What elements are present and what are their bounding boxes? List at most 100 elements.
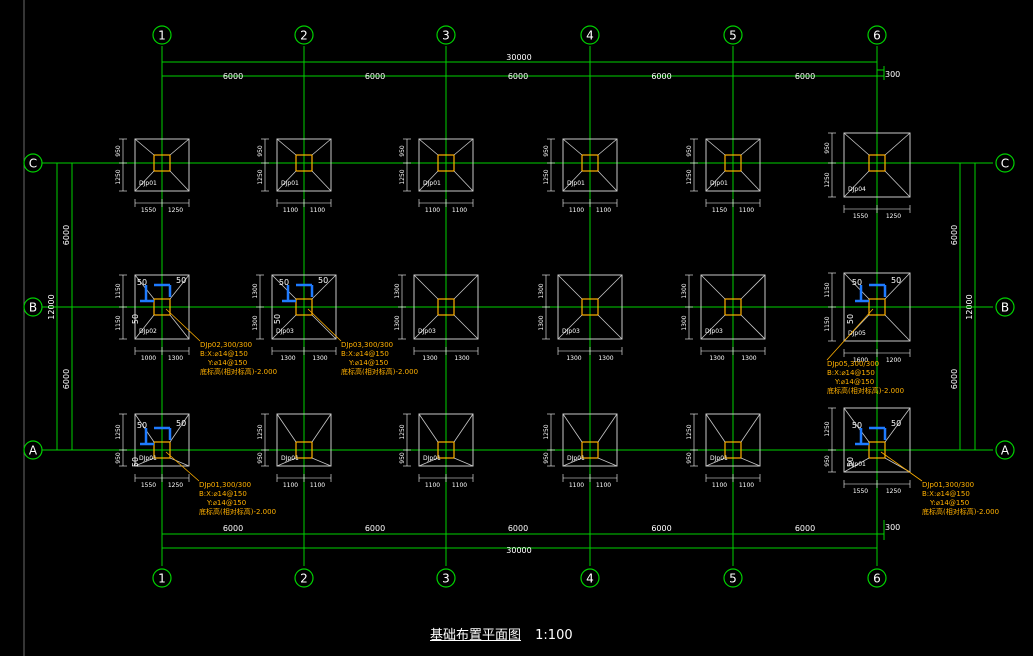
dim-bay-top: 6000 xyxy=(508,72,528,81)
annotation-line: Y:⌀14@150 xyxy=(206,499,246,507)
annotation-note: DJp01,300/300B:X:⌀14@150Y:⌀14@150底标高(相对标… xyxy=(880,451,999,516)
footing-slope xyxy=(700,314,726,340)
footing-label: DJp01 xyxy=(139,180,157,187)
footing-label: DJp01 xyxy=(710,455,728,462)
dim-bay-bottom: 6000 xyxy=(365,524,385,533)
footing-label: DJp01 xyxy=(848,461,866,468)
axis-bubble-6 xyxy=(867,568,887,588)
column-outline xyxy=(153,298,171,316)
footing-dim-top: 1300 xyxy=(394,283,401,298)
drawing-scale: 1:100 xyxy=(535,628,573,643)
footing-slope xyxy=(169,413,190,443)
footing-dim-b: 1200 xyxy=(886,357,901,364)
footing-slope xyxy=(562,413,583,443)
footing-dim-b: 1100 xyxy=(596,207,611,214)
footing-dim-bot: 1250 xyxy=(399,169,406,184)
column-outline xyxy=(437,298,455,316)
dim-bay-top: 6000 xyxy=(223,72,243,81)
footing-slope xyxy=(453,314,479,340)
footing-slope xyxy=(271,314,297,340)
footing-dim-b: 1250 xyxy=(168,482,183,489)
footing-dim-top: 1250 xyxy=(257,424,264,439)
footing-dim-bot: 1250 xyxy=(257,169,264,184)
dim-right-bay: 6000 xyxy=(950,369,959,389)
footing-slope xyxy=(884,314,911,342)
column-outline xyxy=(724,441,742,459)
footing-dim-bot: 1250 xyxy=(824,172,831,187)
footing-dim-a: 1100 xyxy=(425,207,440,214)
annotation-leader xyxy=(307,308,342,342)
dim-bay-bottom: 6000 xyxy=(508,524,528,533)
footing-dim-b: 1250 xyxy=(168,207,183,214)
footing-slope xyxy=(884,407,911,443)
footing-label: DJp03 xyxy=(705,328,723,335)
footing-slope xyxy=(134,314,155,340)
footing-outline xyxy=(134,274,190,340)
footing-slope xyxy=(562,138,583,156)
footing-dim-a: 1550 xyxy=(853,488,868,495)
dim-total-bottom: 30000 xyxy=(506,546,531,555)
axis-bubble-2 xyxy=(294,25,314,45)
axis-bubble-1 xyxy=(152,568,172,588)
footing-dim-a: 1300 xyxy=(709,355,724,362)
footing-dim-a: 1550 xyxy=(141,207,156,214)
footing-slope xyxy=(740,274,766,300)
footing-slope xyxy=(705,413,726,443)
footing-slope xyxy=(557,314,583,340)
axis-bubble-A xyxy=(23,440,43,460)
footing-dim-top: 1150 xyxy=(824,282,831,297)
axis-label-C: C xyxy=(1001,157,1009,171)
axis-label-5: 5 xyxy=(729,572,737,586)
annotation-note: DJp02,300/300B:X:⌀14@150Y:⌀14@150底标高(相对标… xyxy=(165,308,277,376)
footing-dim-a: 1550 xyxy=(853,213,868,220)
footing-dim-b: 1300 xyxy=(168,355,183,362)
column-outline xyxy=(581,441,599,459)
footing-label: DJp03 xyxy=(418,328,436,335)
rebar-spacing: 50 xyxy=(318,276,328,285)
axis-label-5: 5 xyxy=(729,29,737,43)
footing-label: DJp01 xyxy=(567,455,585,462)
footing-label: DJp01 xyxy=(423,455,441,462)
column-outline xyxy=(153,154,171,172)
annotation-line: DJp03,300/300 xyxy=(341,341,393,349)
axis-bubble-6 xyxy=(867,25,887,45)
footing-slope xyxy=(843,170,870,198)
footing-dim-bot: 1300 xyxy=(681,315,688,330)
footing-dim-bot: 1250 xyxy=(543,169,550,184)
annotation-leader xyxy=(165,308,201,342)
footing-slope xyxy=(705,138,726,156)
dim-left-total: 12000 xyxy=(47,294,56,319)
footing-dim-top: 1250 xyxy=(543,424,550,439)
annotation-line: Y:⌀14@150 xyxy=(207,359,247,367)
annotation-line: 底标高(相对标高)-2.000 xyxy=(341,367,418,376)
footing-slope xyxy=(597,314,623,340)
footing-slope xyxy=(276,170,297,192)
footing-slope xyxy=(597,457,618,467)
rebar-spacing: 50 xyxy=(137,421,147,430)
axis-bubble-1 xyxy=(152,25,172,45)
rebar-spacing: 50 xyxy=(846,457,855,467)
footing-slope xyxy=(740,170,761,192)
footing-dim-a: 1150 xyxy=(712,207,727,214)
footing-slope xyxy=(884,132,911,156)
footing-dim-top: 1250 xyxy=(824,421,831,436)
axis-bubble-B xyxy=(23,297,43,317)
footing-dim-b: 1250 xyxy=(886,488,901,495)
column-outline xyxy=(153,441,171,459)
footing-slope xyxy=(311,314,337,340)
axis-bubble-3 xyxy=(436,568,456,588)
dim-right-bay: 6000 xyxy=(950,225,959,245)
footing-dim-a: 1300 xyxy=(280,355,295,362)
footing-outline xyxy=(134,413,190,467)
axis-bubble-5 xyxy=(723,25,743,45)
footing-slope xyxy=(134,138,155,156)
annotation-line: B:X:⌀14@150 xyxy=(200,350,248,358)
footing-outline xyxy=(134,138,190,192)
